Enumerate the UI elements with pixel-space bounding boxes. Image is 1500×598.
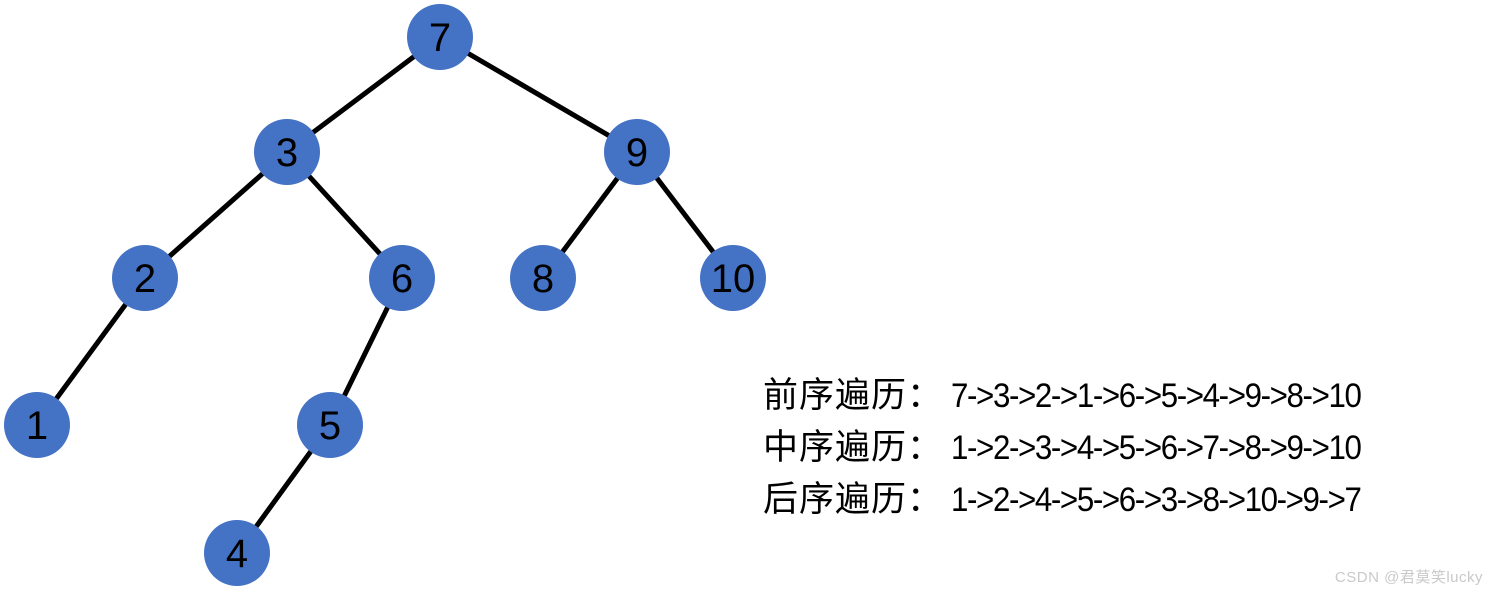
tree-node-circle-10 [700, 245, 766, 311]
tree-node-circle-3 [254, 119, 320, 185]
preorder-label: 前序遍历： [763, 376, 944, 415]
traversal-row-preorder: 前序遍历： 7->3->2->1->6->5->4->9->8->10 [763, 370, 1493, 422]
traversal-list: 前序遍历： 7->3->2->1->6->5->4->9->8->10 中序遍历… [763, 370, 1493, 526]
inorder-sequence: 1->2->3->4->5->6->7->8->9->10 [951, 429, 1362, 467]
tree-edge-7-9 [438, 34, 639, 155]
csdn-watermark: CSDN @君莫笑lucky [1334, 569, 1483, 586]
inorder-label: 中序遍历： [763, 428, 944, 467]
tree-node-circle-8 [510, 245, 576, 311]
traversal-row-postorder: 后序遍历： 1->2->4->5->6->3->8->10->9->7 [763, 474, 1493, 526]
postorder-sequence: 1->2->4->5->6->3->8->10->9->7 [951, 481, 1362, 519]
tree-node-label-7: 7 [429, 16, 451, 60]
tree-node-label-6: 6 [391, 257, 413, 301]
tree-node-label-4: 4 [226, 532, 248, 576]
traversal-row-inorder: 中序遍历： 1->2->3->4->5->6->7->8->9->10 [763, 422, 1493, 474]
tree-node-label-9: 9 [626, 131, 648, 175]
tree-node-circle-9 [604, 119, 670, 185]
tree-node-circle-6 [369, 245, 435, 311]
tree-node-label-2: 2 [134, 257, 156, 301]
postorder-label: 后序遍历： [763, 480, 944, 519]
tree-node-circle-2 [112, 245, 178, 311]
tree-node-label-8: 8 [532, 257, 554, 301]
tree-node-label-1: 1 [26, 404, 48, 448]
tree-node-circle-5 [297, 392, 363, 458]
tree-node-label-10: 10 [711, 257, 756, 301]
tree-node-circle-1 [4, 392, 70, 458]
tree-node-label-5: 5 [319, 404, 341, 448]
tree-node-circle-7 [407, 4, 473, 70]
preorder-sequence: 7->3->2->1->6->5->4->9->8->10 [951, 377, 1362, 415]
tree-node-label-3: 3 [276, 131, 298, 175]
tree-node-circle-4 [204, 520, 270, 586]
